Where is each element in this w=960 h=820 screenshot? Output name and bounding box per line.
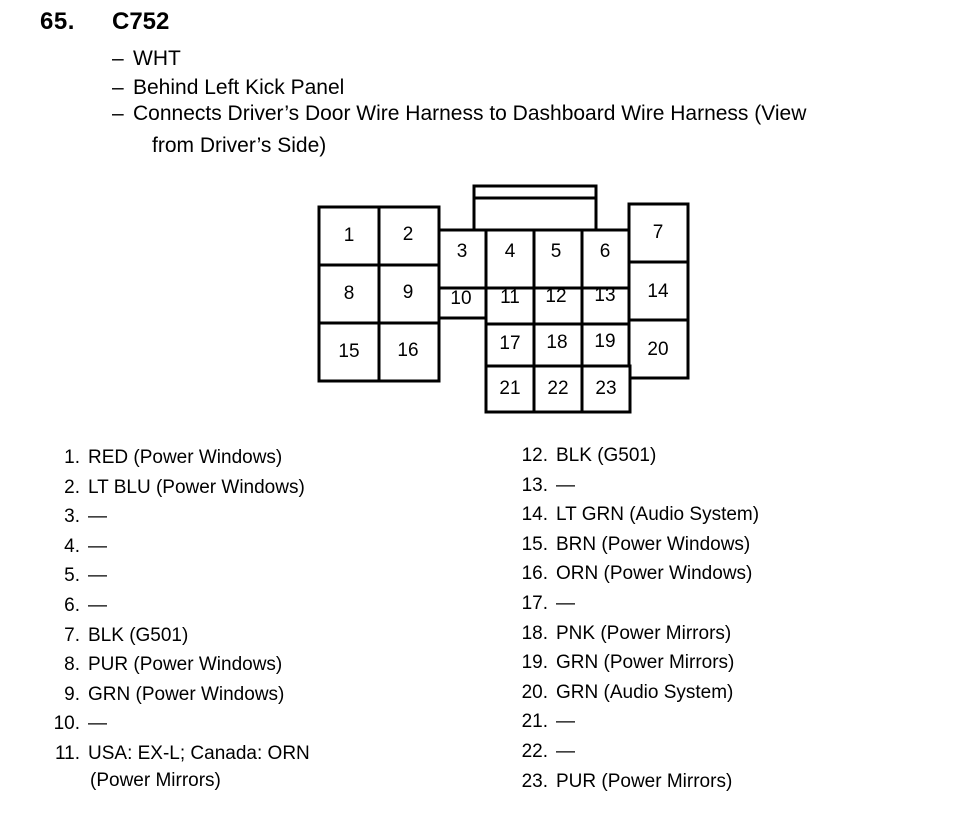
pin-label-20: 20 <box>647 339 668 360</box>
pin-list-description: RED (Power Windows) <box>88 447 283 468</box>
connector-number: 65. <box>40 8 75 35</box>
pin-list-number: 17. <box>521 593 548 614</box>
pin-list-number: 6. <box>64 595 80 616</box>
pin-label-4: 4 <box>505 241 516 262</box>
pin-cavity-3 <box>437 228 488 290</box>
pin-label-11: 11 <box>500 287 520 308</box>
pin-label-9: 9 <box>403 282 414 303</box>
pin-list-number: 22. <box>521 741 548 762</box>
pin-list-number: 14. <box>521 504 548 526</box>
pin-label-7: 7 <box>653 222 664 243</box>
pin-label-10: 10 <box>450 288 471 309</box>
connector-outline <box>472 184 598 230</box>
dash-glyph: – <box>112 102 124 125</box>
pin-list-description: PUR (Power Mirrors) <box>556 770 733 792</box>
pin-list-number: 18. <box>521 622 548 644</box>
pin-label-14: 14 <box>647 281 669 302</box>
pin-list-description: — <box>88 565 107 587</box>
pin-list-description: GRN (Power Windows) <box>88 683 285 705</box>
pin-list-number: 21. <box>521 711 548 733</box>
pin-list-description: — <box>556 593 575 614</box>
pin-list-number: 9. <box>64 683 80 705</box>
pin-list-number: 10. <box>53 713 80 735</box>
pin-list-number: 4. <box>64 535 80 557</box>
pin-list-number: 3. <box>64 506 80 528</box>
pin-list-description: BLK (G501) <box>88 624 189 646</box>
detail-text: Behind Left Kick Panel <box>133 76 345 99</box>
pin-list-number: 12. <box>521 445 548 466</box>
pin-label-19: 19 <box>594 331 615 352</box>
dash-glyph: – <box>112 76 124 99</box>
pin-label-13: 13 <box>594 285 615 306</box>
pin-list-number: 2. <box>64 476 80 498</box>
pin-label-18: 18 <box>546 332 567 353</box>
pin-label-8: 8 <box>344 283 355 304</box>
pin-cavity-20 <box>627 318 690 380</box>
detail-color: –WHT <box>112 44 952 74</box>
pin-list-description-continuation: (Power Mirrors) <box>90 770 221 791</box>
pin-cavity-16 <box>377 321 441 383</box>
pin-list-description: PNK (Power Mirrors) <box>556 622 732 644</box>
pin-label-17: 17 <box>499 333 520 354</box>
detail-connects-continuation: from Driver’s Side) <box>152 134 327 157</box>
pin-list-description: BLK (G501) <box>556 445 657 466</box>
detail-connects: –Connects Driver’s Door Wire Harness to … <box>112 99 952 129</box>
pin-list-number: 23. <box>521 770 548 792</box>
pin-list-description: — <box>88 535 107 557</box>
pin-list-description: ORN (Power Windows) <box>556 563 753 585</box>
pin-label-12: 12 <box>545 286 566 307</box>
detail-location: –Behind Left Kick Panel <box>112 73 952 103</box>
pin-label-3: 3 <box>457 241 468 262</box>
pin-list-description: GRN (Audio System) <box>556 681 734 703</box>
pin-cavity-21 <box>484 364 536 414</box>
pin-list-number: 7. <box>64 624 80 646</box>
pin-list-number: 5. <box>64 565 80 587</box>
pin-label-16: 16 <box>397 340 418 361</box>
pin-list-number: 16. <box>521 563 548 585</box>
pin-list-description: BRN (Power Windows) <box>556 533 751 555</box>
pin-cavity-14 <box>627 260 690 322</box>
dash-glyph: – <box>112 47 124 70</box>
pin-cavity-1 <box>317 205 381 267</box>
pin-list-description: — <box>88 595 107 616</box>
pin-cavity-23 <box>580 364 632 414</box>
pin-list-description: — <box>556 474 575 496</box>
pin-cavity-17 <box>484 322 536 368</box>
pin-label-2: 2 <box>403 224 414 245</box>
pin-label-5: 5 <box>551 241 562 262</box>
connector-lock-tab <box>472 184 598 230</box>
pin-list-description: LT GRN (Audio System) <box>556 504 760 526</box>
pin-list-number: 8. <box>64 654 80 676</box>
detail-text: WHT <box>133 47 181 70</box>
pin-cavity-4 <box>484 228 536 290</box>
pin-list-number: 15. <box>521 533 548 555</box>
pin-cavity-9 <box>377 263 441 325</box>
pin-label-15: 15 <box>338 341 359 362</box>
pin-list-description: PUR (Power Windows) <box>88 654 283 676</box>
detail-text: Connects Driver’s Door Wire Harness to D… <box>133 102 807 125</box>
pin-list-description: — <box>88 506 107 528</box>
pin-list-description: GRN (Power Mirrors) <box>556 652 735 674</box>
pin-list-number: 11. <box>54 743 80 764</box>
pin-label-23: 23 <box>595 378 616 399</box>
pin-list-description: — <box>556 741 575 762</box>
pin-list-description: — <box>88 713 107 735</box>
pin-label-6: 6 <box>600 241 611 262</box>
pin-cavity-22 <box>532 364 584 414</box>
pin-list-description: LT BLU (Power Windows) <box>88 476 305 498</box>
connector-id: C752 <box>112 8 170 35</box>
pin-list-number: 20. <box>521 681 548 703</box>
pin-label-21: 21 <box>499 378 520 399</box>
pin-label-1: 1 <box>344 225 355 246</box>
pin-list-number: 19. <box>521 652 548 674</box>
pin-list-description: — <box>556 711 575 733</box>
pin-list-number: 13. <box>521 474 548 496</box>
pin-cavity-15 <box>317 321 381 383</box>
pin-list-number: 1. <box>64 447 80 468</box>
pin-label-22: 22 <box>547 378 568 399</box>
pin-list-description: USA: EX-L; Canada: ORN <box>88 743 310 764</box>
